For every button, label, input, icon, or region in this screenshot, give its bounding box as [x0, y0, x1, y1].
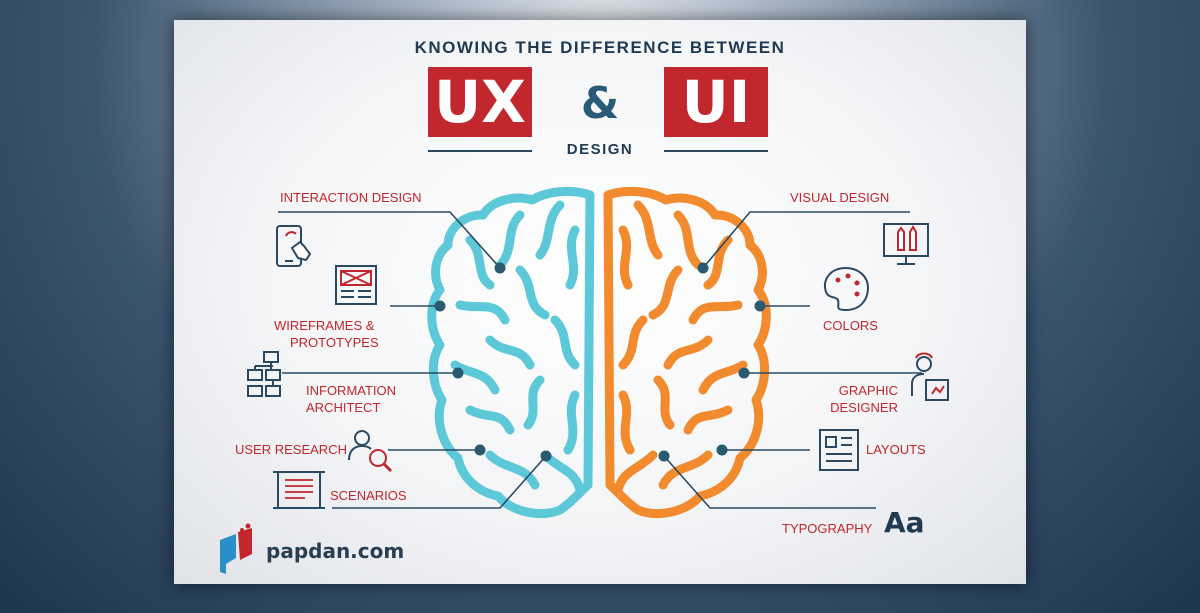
right-hemisphere	[603, 186, 771, 518]
right-fold	[618, 315, 648, 370]
papdan-logo-icon	[220, 523, 252, 574]
left-fold	[515, 265, 550, 320]
page-title: KNOWING THE DIFFERENCE BETWEEN	[414, 38, 786, 57]
ui-badge: UI	[664, 67, 768, 137]
label-wireframes-2: PROTOTYPES	[290, 335, 379, 350]
label-information-1: INFORMATION	[306, 383, 397, 398]
label-colors: COLORS	[823, 318, 878, 333]
brand-name[interactable]: papdan.com	[266, 539, 405, 563]
user-search-icon	[348, 430, 393, 473]
right-fold	[618, 225, 633, 290]
left-fold	[563, 390, 580, 455]
left-hemisphere	[427, 186, 595, 518]
design-rule-left	[428, 150, 532, 152]
left-fold	[450, 360, 500, 395]
right-hemisphere-outline	[603, 186, 771, 518]
ampersand: &	[580, 78, 620, 129]
label-information-2: ARCHITECT	[306, 400, 381, 415]
monitor-tools-icon	[883, 223, 929, 265]
left-fold	[465, 405, 515, 435]
right-fold	[658, 450, 713, 490]
right-fold	[653, 375, 675, 430]
left-fold	[495, 210, 525, 270]
connector-typography	[663, 455, 876, 509]
right-fold	[618, 390, 635, 455]
design-subtitle: DESIGN	[566, 141, 634, 158]
infographic-card	[174, 20, 1026, 584]
design-rule-right	[664, 150, 768, 152]
label-user-research: USER RESEARCH	[235, 442, 347, 457]
label-typography: TYPOGRAPHY	[782, 521, 873, 536]
left-fold	[523, 375, 545, 430]
designer-icon	[911, 352, 949, 401]
left-fold	[535, 200, 565, 260]
right-fold	[688, 300, 743, 325]
left-fold	[540, 450, 585, 495]
typography-glyph: Aa	[884, 506, 925, 539]
label-visual-design: VISUAL DESIGN	[790, 190, 890, 205]
left-fold	[565, 225, 580, 290]
document-icon	[273, 471, 325, 509]
sitemap-icon	[247, 351, 281, 397]
left-fold	[455, 300, 510, 325]
left-hemisphere-outline	[427, 186, 595, 518]
left-fold	[485, 335, 535, 370]
connector-dots	[434, 262, 766, 462]
right-fold	[703, 235, 733, 290]
ux-badge: UX	[428, 67, 532, 137]
left-fold	[465, 235, 495, 290]
right-fold	[633, 200, 663, 260]
right-fold	[673, 210, 703, 270]
tablet-touch-icon	[276, 225, 312, 267]
palette-icon	[824, 266, 870, 312]
left-fold	[485, 450, 540, 490]
label-graphic-2: DESIGNER	[830, 400, 898, 415]
right-fold	[698, 360, 748, 395]
connector-interaction	[278, 211, 501, 269]
right-fold	[683, 405, 733, 435]
wireframe-icon	[335, 265, 377, 305]
right-fold	[613, 450, 658, 495]
label-interaction-design: INTERACTION DESIGN	[280, 190, 422, 205]
right-fold	[648, 265, 683, 320]
label-wireframes-1: WIREFRAMES &	[274, 318, 375, 333]
right-fold	[663, 335, 713, 370]
connectors	[278, 211, 922, 509]
label-graphic-1: GRAPHIC	[838, 383, 898, 398]
connector-visual	[702, 211, 910, 269]
left-fold	[550, 315, 580, 370]
label-layouts: LAYOUTS	[866, 442, 926, 457]
connector-scenarios	[332, 455, 547, 509]
layout-icon	[819, 429, 859, 471]
label-scenarios: SCENARIOS	[330, 488, 407, 503]
